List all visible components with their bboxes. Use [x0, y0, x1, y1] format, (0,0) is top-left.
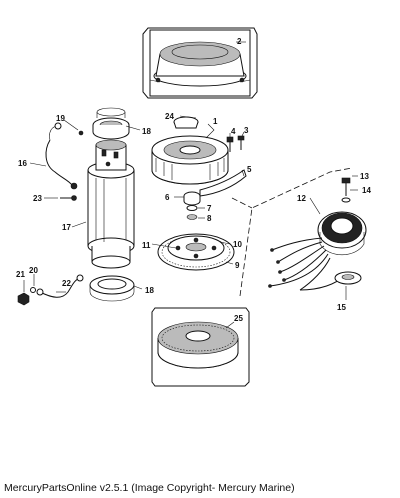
- starter-cable-16: [45, 122, 78, 190]
- inset-box-flywheel-25: [151, 307, 250, 387]
- stator-group-bracket: [239, 167, 353, 297]
- callout-20: 20: [29, 266, 38, 275]
- washer-14: [341, 197, 351, 203]
- collar-lower-18: [89, 275, 135, 302]
- callout-2: 2: [237, 37, 242, 46]
- screw-19: [78, 130, 84, 136]
- trigger-plate-5: [199, 169, 247, 197]
- callout-17: 17: [62, 223, 71, 232]
- callout-4: 4: [231, 127, 236, 136]
- callout-15: 15: [337, 303, 346, 312]
- callout-12: 12: [297, 194, 306, 203]
- washer-8: [186, 214, 198, 220]
- washer-20: [30, 287, 36, 293]
- callout-21: 21: [16, 270, 25, 279]
- callout-16: 16: [18, 159, 27, 168]
- callout-5: 5: [247, 165, 252, 174]
- callout-24: 24: [165, 112, 174, 121]
- callout-18-upper: 18: [142, 127, 151, 136]
- nut-21: [17, 292, 30, 306]
- cap-24: [173, 116, 199, 129]
- callout-22: 22: [62, 279, 71, 288]
- ground-cable-22: [36, 274, 84, 298]
- callout-11: 11: [142, 241, 151, 250]
- callout-8: 8: [207, 214, 212, 223]
- callout-13: 13: [360, 172, 369, 181]
- callout-25: 25: [234, 314, 243, 323]
- starter-motor-17: [87, 139, 135, 269]
- ring-gear-9: [157, 233, 235, 271]
- callout-1: 1: [213, 117, 218, 126]
- callout-labels: 1 2 3 4 5 6 7 8 9 10 11 12 13 14 15 16 1…: [16, 37, 371, 323]
- stator-12: [317, 211, 367, 256]
- callout-18-lower: 18: [145, 286, 154, 295]
- screw-23: [60, 195, 77, 201]
- inset-box-flywheel-cover: [142, 27, 258, 99]
- callout-6: 6: [165, 193, 170, 202]
- callout-3: 3: [244, 126, 249, 135]
- callout-19: 19: [56, 114, 65, 123]
- flywheel-1: [151, 135, 229, 185]
- image-caption: MercuryPartsOnline v2.5.1 (Image Copyrig…: [4, 482, 295, 494]
- hub-6: [183, 191, 201, 206]
- callout-14: 14: [362, 186, 371, 195]
- callout-9: 9: [235, 261, 240, 270]
- callout-7: 7: [207, 204, 212, 213]
- callout-10: 10: [233, 240, 242, 249]
- washer-7: [186, 205, 198, 211]
- leader-lines: [23, 41, 358, 329]
- grommet-15: [334, 271, 362, 285]
- screw-3: [237, 135, 245, 150]
- collar-upper-18: [92, 107, 130, 140]
- screw-13: [341, 177, 351, 196]
- callout-23: 23: [33, 194, 42, 203]
